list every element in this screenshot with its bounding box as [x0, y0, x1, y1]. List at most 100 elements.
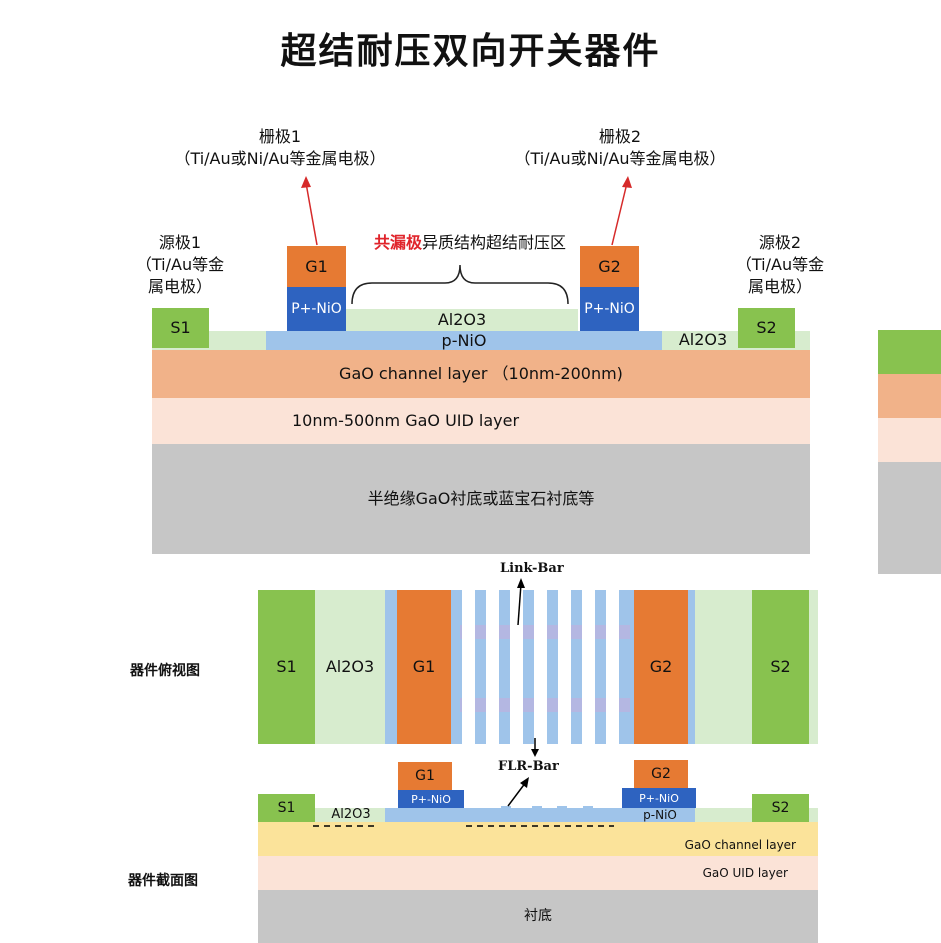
uid-text: 10nm-500nm GaO UID layer: [292, 411, 520, 430]
gate2-annotation-line1: 栅极2: [598, 127, 642, 146]
top-view-g2-text: G2: [649, 657, 673, 676]
uid-layer: 10nm-500nm GaO UID layer: [152, 398, 810, 444]
p-nio-text: p-NiO: [441, 330, 487, 350]
p-nio-gate2-text: P+-NiO: [584, 301, 635, 317]
gate1-arrow: [305, 182, 318, 246]
section-p-nio-gate1: P+-NiO: [398, 790, 464, 808]
section-substrate-text: 衬底: [524, 908, 552, 924]
gate1-annotation: 栅极1 （Ti/Au或Ni/Au等金属电极）: [150, 126, 410, 170]
p-nio-gate1-block: P+-NiO: [287, 287, 346, 331]
edge-slice-gray: [878, 462, 941, 574]
page-title: 超结耐压双向开关器件: [280, 31, 661, 72]
source1-annotation-line3: 属电极）: [147, 277, 212, 296]
channel-layer: GaO channel layer （10nm-200nm): [152, 350, 810, 398]
source2-annotation-line3: 属电极）: [747, 277, 812, 296]
section-p-nio-text: p-NiO: [643, 808, 677, 822]
gate1-annotation-line1: 栅极1: [258, 127, 302, 146]
source2-annotation: 源极2 （Ti/Au等金 属电极）: [725, 232, 835, 298]
section-gate1: G1: [398, 762, 452, 790]
gate2-text: G2: [598, 256, 621, 276]
section-uid-text: GaO UID layer: [702, 866, 788, 880]
section-s1-text: S1: [277, 799, 296, 816]
section-channel-layer: GaO channel layer: [258, 822, 818, 856]
top-view-source1: S1: [258, 590, 315, 744]
flr-bar-bump: [501, 806, 511, 822]
flr-bar-label: FLR-Bar: [498, 759, 559, 774]
gate1-annotation-line2: （Ti/Au或Ni/Au等金属电极）: [174, 149, 386, 168]
top-view-s2-text: S2: [770, 657, 791, 676]
source1-text: S1: [170, 318, 191, 337]
top-view-gap-stripe: [486, 590, 499, 744]
substrate-text: 半绝缘GaO衬底或蓝宝石衬底等: [367, 489, 595, 508]
section-p-nio-label: p-NiO: [625, 808, 695, 822]
source1-annotation-line2: （Ti/Au等金: [135, 255, 225, 274]
section-s2-text: S2: [771, 799, 790, 816]
top-view-gap-stripe: [534, 590, 547, 744]
edge-slice-peach: [878, 374, 941, 418]
flr-bar-arrow: [507, 781, 527, 807]
section-uid-layer: GaO UID layer: [258, 856, 818, 890]
gate1-electrode: G1: [287, 246, 346, 287]
edge-slice-green: [878, 330, 941, 374]
top-view-g1-text: G1: [412, 657, 436, 676]
p-nio-gate1-text: P+-NiO: [291, 301, 342, 317]
gate1-text: G1: [305, 256, 328, 276]
substrate-layer: 半绝缘GaO衬底或蓝宝石衬底等: [152, 444, 810, 554]
source1-electrode: S1: [152, 308, 209, 348]
flr-bar-bump: [532, 806, 542, 822]
cross-section-annotation-lines: [301, 176, 632, 305]
common-drain-text: 共漏极: [373, 233, 422, 252]
top-view-gap-stripe: [558, 590, 571, 744]
top-view-al2o3: Al2O3: [315, 590, 385, 744]
section-source2: S2: [752, 794, 809, 822]
section-channel-text: GaO channel layer: [684, 838, 796, 852]
section-view-label: 器件截面图: [128, 873, 198, 889]
source2-annotation-line2: （Ti/Au等金: [735, 255, 825, 274]
gate2-annotation: 栅极2 （Ti/Au或Ni/Au等金属电极）: [490, 126, 750, 170]
gate2-arrow: [611, 182, 628, 246]
top-view-gap-stripe: [462, 590, 475, 744]
section-al2o3-label: Al2O3: [318, 805, 384, 823]
al2o3-right-text: Al2O3: [678, 330, 728, 349]
drift-region-brace: [351, 264, 569, 305]
section-substrate: 衬底: [258, 890, 818, 943]
top-view-s1-text: S1: [276, 657, 297, 676]
top-view-source2: S2: [752, 590, 809, 744]
al2o3-center-block: Al2O3: [346, 309, 578, 331]
flr-bar-arrow-head: [520, 777, 529, 788]
gate2-arrow-head: [622, 176, 632, 188]
section-p-nio-gate1-text: P+-NiO: [411, 792, 451, 806]
top-view-gap-stripe: [582, 590, 595, 744]
top-view-gate2: G2: [634, 590, 688, 744]
section-g2-text: G2: [651, 765, 671, 782]
section-gate2: G2: [634, 760, 688, 788]
top-view-al2o3-text: Al2O3: [325, 657, 375, 676]
source1-annotation: 源极1 （Ti/Au等金 属电极）: [130, 232, 230, 298]
p-nio-layer: p-NiO: [266, 331, 662, 350]
link-bar-label: Link-Bar: [500, 561, 564, 576]
section-source1: S1: [258, 794, 315, 822]
top-view-label: 器件俯视图: [130, 663, 200, 679]
section-p-nio-gate2: P+-NiO: [622, 788, 696, 808]
channel-text: GaO channel layer （10nm-200nm): [339, 364, 623, 383]
flr-bar-bump: [557, 806, 567, 822]
top-view-gate1: G1: [397, 590, 451, 744]
edge-slice-cream: [878, 418, 941, 462]
section-al2o3-text: Al2O3: [331, 806, 371, 822]
gate1-arrow-head: [301, 176, 311, 188]
source2-electrode: S2: [738, 308, 795, 348]
al2o3-right-label: Al2O3: [666, 329, 740, 351]
drift-region-annotation: 共漏极异质结构超结耐压区: [330, 232, 610, 254]
source1-annotation-line1: 源极1: [158, 233, 202, 252]
p-nio-gate2-block: P+-NiO: [580, 287, 639, 331]
top-view-gap-stripe: [510, 590, 523, 744]
flr-bar-arrow-down-head: [531, 749, 539, 757]
source2-annotation-line1: 源极2: [758, 233, 802, 252]
source2-text: S2: [756, 318, 777, 337]
section-g1-text: G1: [415, 767, 435, 784]
flr-bar-bump: [583, 806, 593, 822]
gate2-annotation-line2: （Ti/Au或Ni/Au等金属电极）: [514, 149, 726, 168]
section-p-nio-gate2-text: P+-NiO: [639, 791, 679, 805]
